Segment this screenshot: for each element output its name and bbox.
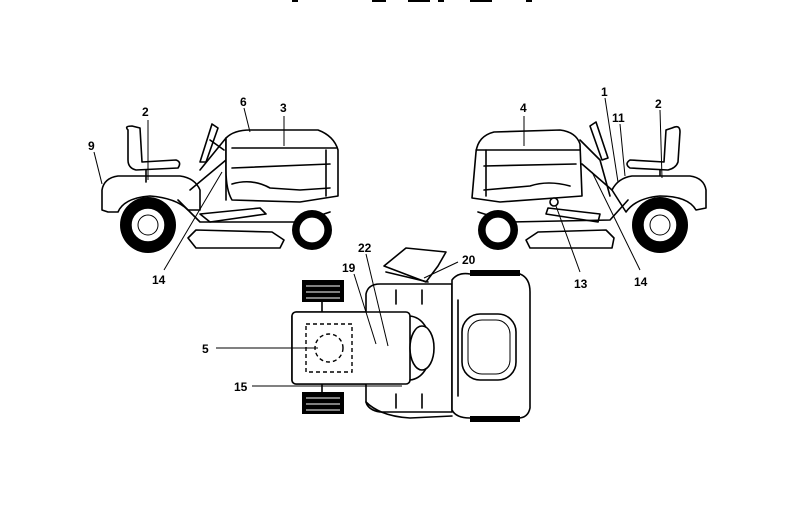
callout-11: 11 xyxy=(612,111,625,125)
callout-6: 6 xyxy=(240,95,247,109)
callout-5: 5 xyxy=(202,342,209,356)
callout-19: 19 xyxy=(342,261,356,275)
callout-2-right: 2 xyxy=(655,97,662,111)
callout-2-left: 2 xyxy=(142,105,149,119)
callout-14-left: 14 xyxy=(152,273,166,287)
callout-22: 22 xyxy=(358,241,372,255)
callout-20: 20 xyxy=(462,253,476,267)
tractor-left-side-view xyxy=(101,123,339,253)
mower-deck-right xyxy=(525,229,615,249)
seat-right xyxy=(626,125,681,171)
tractor-top-view xyxy=(291,247,531,422)
front-wheel-right xyxy=(478,210,518,250)
callout-9: 9 xyxy=(88,139,95,153)
callout-1: 1 xyxy=(601,85,608,99)
mower-deck-left xyxy=(187,229,285,249)
rear-fender-right xyxy=(611,175,707,213)
callout-3: 3 xyxy=(280,101,287,115)
front-wheel-left xyxy=(292,210,332,250)
callout-14-right: 14 xyxy=(634,275,648,289)
rear-wheel-right xyxy=(632,197,688,253)
callout-13: 13 xyxy=(574,277,588,291)
header-fragment xyxy=(292,0,532,2)
rear-wheel-left xyxy=(120,197,176,253)
seat-top xyxy=(461,313,517,381)
tractor-right-side-view xyxy=(471,121,707,253)
seat xyxy=(125,125,181,171)
front-wheel-top xyxy=(302,280,344,414)
leader-lines xyxy=(93,97,663,387)
callouts: 2 6 3 9 14 4 1 11 2 13 14 22 19 20 5 15 xyxy=(88,85,662,394)
callout-4: 4 xyxy=(520,101,527,115)
callout-15: 15 xyxy=(234,380,248,394)
